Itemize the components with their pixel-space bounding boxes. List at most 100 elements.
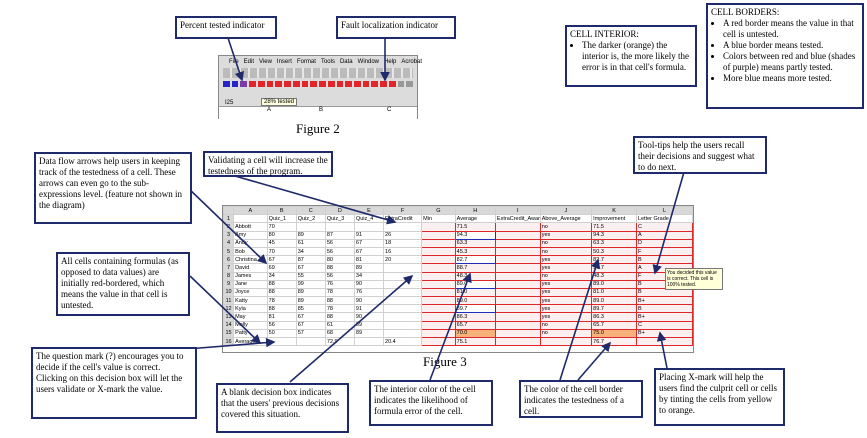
table-cell[interactable] bbox=[421, 222, 456, 232]
table-cell[interactable] bbox=[494, 263, 541, 273]
table-cell[interactable]: 76 bbox=[324, 279, 355, 289]
table-cell[interactable]: 50.3 bbox=[591, 246, 637, 257]
table-cell[interactable]: Kyla bbox=[233, 304, 268, 314]
table-cell[interactable]: 89 bbox=[295, 230, 326, 240]
table-cell[interactable]: C bbox=[635, 222, 694, 232]
table-cell[interactable]: B+ bbox=[635, 296, 694, 306]
table-cell[interactable]: 82.7 bbox=[454, 255, 496, 265]
table-cell[interactable]: B bbox=[635, 255, 694, 265]
table-cell[interactable]: yes bbox=[539, 287, 593, 298]
table-cell[interactable] bbox=[383, 263, 423, 273]
table-cell[interactable] bbox=[494, 320, 541, 330]
table-cell[interactable]: 68 bbox=[324, 328, 355, 339]
table-cell[interactable] bbox=[421, 230, 456, 240]
table-cell[interactable]: 55 bbox=[295, 271, 326, 281]
table-cell[interactable]: 56 bbox=[324, 238, 355, 248]
table-cell[interactable]: Abbott bbox=[233, 222, 268, 232]
table-cell[interactable]: 89.0 bbox=[591, 279, 637, 289]
table-cell[interactable]: 56 bbox=[324, 271, 355, 281]
table-cell[interactable]: Patty bbox=[233, 328, 268, 339]
table-cell[interactable]: 87 bbox=[295, 255, 326, 265]
menu-item[interactable]: Window bbox=[357, 58, 379, 65]
table-cell[interactable]: 48.3 bbox=[454, 271, 496, 281]
table-cell[interactable]: D bbox=[635, 238, 694, 248]
table-cell[interactable]: no bbox=[539, 328, 593, 339]
table-cell[interactable]: yes bbox=[539, 304, 593, 314]
table-cell[interactable] bbox=[421, 246, 456, 257]
table-cell[interactable]: C bbox=[635, 320, 694, 330]
table-cell[interactable]: 80 bbox=[324, 255, 355, 265]
table-cell[interactable]: no bbox=[539, 222, 593, 232]
table-cell[interactable] bbox=[421, 312, 456, 322]
table-cell[interactable]: no bbox=[539, 320, 593, 330]
table-cell[interactable]: David bbox=[233, 263, 268, 273]
table-cell[interactable]: 86.3 bbox=[454, 312, 496, 322]
table-cell[interactable]: 89 bbox=[353, 263, 385, 273]
table-cell[interactable]: 94.3 bbox=[454, 230, 496, 240]
table-cell[interactable]: Katty bbox=[233, 296, 268, 306]
table-cell[interactable] bbox=[324, 222, 355, 232]
table-cell[interactable]: 34 bbox=[266, 271, 297, 281]
table-cell[interactable]: 61 bbox=[295, 238, 326, 248]
table-cell[interactable]: 99 bbox=[295, 279, 326, 289]
table-cell[interactable]: 20 bbox=[383, 255, 423, 265]
table-cell[interactable]: 88 bbox=[324, 312, 355, 322]
table-cell[interactable]: 61 bbox=[324, 320, 355, 330]
table-cell[interactable] bbox=[539, 336, 593, 347]
table-cell[interactable]: 90 bbox=[353, 312, 385, 322]
table-cell[interactable] bbox=[383, 320, 423, 330]
table-cell[interactable]: 81 bbox=[266, 312, 297, 322]
table-cell[interactable]: 71.5 bbox=[454, 222, 496, 232]
table-cell[interactable]: 18 bbox=[383, 238, 423, 248]
table-cell[interactable] bbox=[421, 271, 456, 281]
table-cell[interactable]: B bbox=[635, 304, 694, 314]
table-cell[interactable]: 91 bbox=[353, 304, 385, 314]
table-cell[interactable]: no bbox=[539, 246, 593, 257]
table-cell[interactable]: 67 bbox=[295, 263, 326, 273]
table-cell[interactable] bbox=[383, 222, 423, 232]
table-cell[interactable] bbox=[421, 304, 456, 314]
table-cell[interactable]: 78 bbox=[324, 287, 355, 298]
table-cell[interactable]: 89.0 bbox=[454, 296, 496, 306]
table-cell[interactable]: 76.7 bbox=[591, 336, 637, 347]
table-cell[interactable]: yes bbox=[539, 230, 593, 240]
table-cell[interactable] bbox=[383, 287, 423, 298]
table-cell[interactable] bbox=[494, 304, 541, 314]
table-cell[interactable]: Molly bbox=[233, 320, 268, 330]
menu-item[interactable]: Edit bbox=[243, 58, 255, 65]
table-cell[interactable]: 89 bbox=[295, 287, 326, 298]
table-cell[interactable] bbox=[421, 328, 456, 339]
table-cell[interactable] bbox=[494, 287, 541, 298]
table-cell[interactable]: 70 bbox=[266, 246, 297, 257]
table-cell[interactable]: 69 bbox=[353, 320, 385, 330]
table-cell[interactable]: 16 bbox=[383, 246, 423, 257]
table-cell[interactable]: 88 bbox=[324, 296, 355, 306]
table-cell[interactable]: Jane bbox=[233, 279, 268, 289]
table-cell[interactable] bbox=[295, 222, 326, 232]
table-cell[interactable]: yes bbox=[539, 263, 593, 273]
table-cell[interactable]: 67 bbox=[295, 312, 326, 322]
menu-item[interactable]: Tools bbox=[320, 58, 335, 65]
table-cell[interactable]: 67 bbox=[266, 255, 297, 265]
menu-item[interactable]: Help bbox=[384, 58, 397, 65]
table-cell[interactable]: 45 bbox=[266, 238, 297, 248]
table-cell[interactable]: Average bbox=[233, 336, 268, 347]
table-cell[interactable]: 67 bbox=[295, 320, 326, 330]
table-cell[interactable]: 67 bbox=[353, 238, 385, 248]
table-cell[interactable]: 90 bbox=[353, 296, 385, 306]
table-cell[interactable]: 86.3 bbox=[591, 312, 637, 322]
table-cell[interactable] bbox=[494, 271, 541, 281]
table-cell[interactable]: Joyce bbox=[233, 287, 268, 298]
table-cell[interactable]: 76 bbox=[353, 287, 385, 298]
table-cell[interactable]: 91 bbox=[353, 230, 385, 240]
menu-item[interactable]: Format bbox=[296, 58, 316, 65]
table-cell[interactable]: 90 bbox=[353, 279, 385, 289]
table-cell[interactable] bbox=[421, 287, 456, 298]
table-cell[interactable] bbox=[421, 336, 456, 347]
table-cell[interactable]: A bbox=[635, 230, 694, 240]
table-cell[interactable] bbox=[494, 328, 541, 339]
menu-item[interactable]: View bbox=[259, 58, 272, 65]
table-cell[interactable]: 88 bbox=[324, 263, 355, 273]
table-cell[interactable]: 88 bbox=[266, 287, 297, 298]
table-cell[interactable]: yes bbox=[539, 312, 593, 322]
